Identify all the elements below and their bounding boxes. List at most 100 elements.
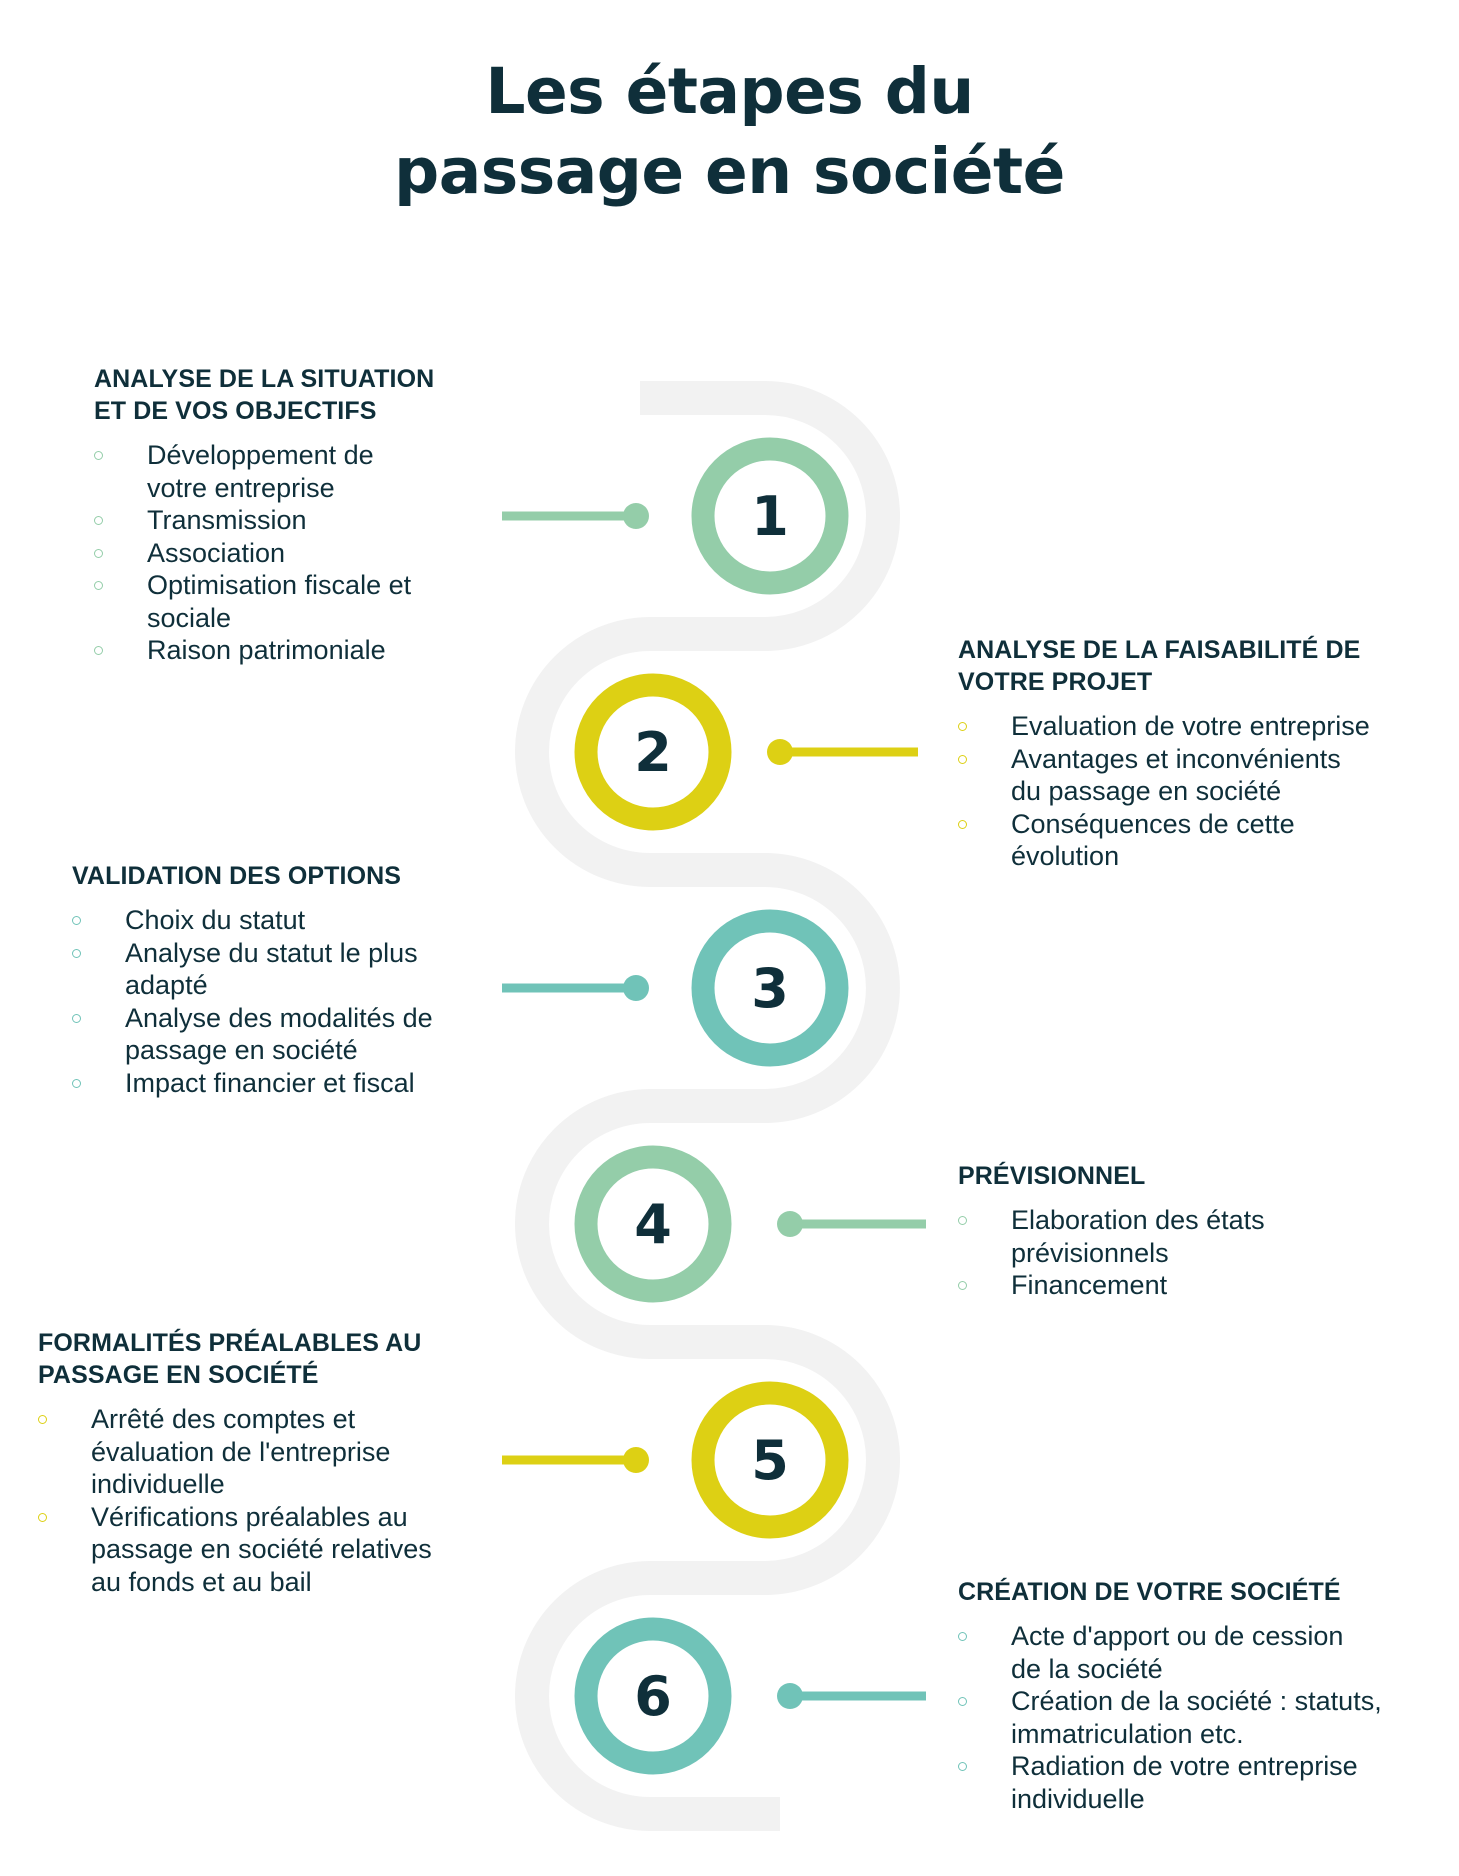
- step-2-list: Evaluation de votre entreprise Avantages…: [958, 710, 1428, 873]
- list-item-line: Création de la société : statuts,: [1011, 1686, 1382, 1716]
- bullet-icon: [958, 754, 967, 764]
- list-item-line: passage en société relatives: [91, 1534, 432, 1564]
- step-3-list: Choix du statut Analyse du statut le plu…: [72, 904, 492, 1099]
- list-item-line: de la société: [1011, 1653, 1163, 1684]
- step-4-connector-dot: [777, 1211, 803, 1237]
- list-item: Transmission: [94, 504, 494, 537]
- bullet-icon: [72, 948, 81, 958]
- list-item-line: Evaluation de votre entreprise: [1011, 711, 1370, 741]
- step-2-title-line: ANALYSE DE LA FAISABILITÉ DE: [958, 636, 1361, 664]
- step-2-connector-dot: [767, 739, 793, 765]
- bullet-icon: [72, 1078, 81, 1088]
- step-5-title-line: PASSAGE EN SOCIÉTÉ: [38, 1361, 319, 1389]
- list-item-line: Association: [147, 537, 286, 568]
- bullet-icon: [94, 581, 103, 590]
- list-item-line: adapté: [125, 970, 208, 1000]
- page-title: Les étapes du passage en société: [0, 52, 1459, 212]
- step-2-title: ANALYSE DE LA FAISABILITÉ DE VOTRE PROJE…: [958, 634, 1428, 698]
- list-item-line: Elaboration des états: [1011, 1205, 1265, 1235]
- list-item: Association: [94, 537, 494, 570]
- step-5-number: 5: [751, 1429, 789, 1492]
- bullet-icon: [958, 819, 967, 829]
- step-5-title: FORMALITÉS PRÉALABLES AU PASSAGE EN SOCI…: [38, 1327, 498, 1391]
- list-item-line: Transmission: [147, 505, 307, 535]
- bullet-icon: [94, 548, 103, 558]
- bullet-icon: [958, 1281, 967, 1290]
- list-item-line: individuelle: [91, 1469, 225, 1499]
- step-2-text: ANALYSE DE LA FAISABILITÉ DE VOTRE PROJE…: [958, 634, 1428, 873]
- list-item-line: au fonds et au bail: [91, 1566, 312, 1597]
- step-2-number: 2: [634, 721, 672, 784]
- title-line-2: passage en société: [394, 135, 1065, 208]
- list-item-line: Analyse des modalités de: [125, 1002, 433, 1033]
- list-item-line: du passage en société: [1011, 776, 1282, 806]
- step-5-connector-dot: [623, 1447, 649, 1473]
- list-item-line: Radiation de votre entreprise: [1011, 1751, 1358, 1781]
- list-item-line: évolution: [1011, 841, 1120, 871]
- step-4-number: 4: [634, 1193, 672, 1256]
- step-4-title-line: PRÉVISIONNEL: [958, 1162, 1146, 1190]
- step-6-number: 6: [634, 1665, 672, 1728]
- list-item-line: évaluation de l'entreprise: [91, 1436, 391, 1467]
- list-item-line: Choix du statut: [125, 905, 306, 935]
- list-item-line: sociale: [147, 602, 232, 633]
- step-1-title-line: ANALYSE DE LA SITUATION: [94, 365, 435, 393]
- step-1-connector-dot: [623, 503, 649, 529]
- step-1-text: ANALYSE DE LA SITUATION ET DE VOS OBJECT…: [94, 363, 494, 667]
- list-item: Choix du statut: [72, 904, 492, 937]
- list-item: Raison patrimoniale: [94, 634, 494, 667]
- list-item: Création de la société : statuts,immatri…: [958, 1685, 1438, 1750]
- step-3-connector-dot: [623, 975, 649, 1001]
- list-item-line: Avantages et inconvénients: [1011, 743, 1341, 774]
- step-6-title-line: CRÉATION DE VOTRE SOCIÉTÉ: [958, 1578, 1341, 1606]
- step-3-title: VALIDATION DES OPTIONS: [72, 860, 492, 892]
- step-6-title: CRÉATION DE VOTRE SOCIÉTÉ: [958, 1576, 1438, 1608]
- list-item-line: Financement: [1011, 1270, 1168, 1300]
- step-6-circle: [574, 1617, 732, 1775]
- list-item-line: Raison patrimoniale: [147, 635, 386, 665]
- list-item: Financement: [958, 1269, 1398, 1302]
- step-4-circle: [574, 1145, 732, 1303]
- list-item: Evaluation de votre entreprise: [958, 710, 1428, 743]
- step-1-circle: [691, 437, 849, 595]
- bullet-icon: [958, 1762, 967, 1771]
- list-item-line: votre entreprise: [147, 472, 335, 503]
- list-item-line: Conséquences de cette: [1011, 808, 1295, 839]
- bullet-icon: [72, 916, 81, 925]
- bullet-icon: [38, 1415, 47, 1424]
- bullet-icon: [958, 1697, 967, 1706]
- step-3-circle: [691, 909, 849, 1067]
- list-item-line: Arrêté des comptes et: [91, 1404, 356, 1434]
- step-1-number: 1: [751, 485, 789, 548]
- step-6-text: CRÉATION DE VOTRE SOCIÉTÉ Acte d'apport …: [958, 1576, 1438, 1815]
- list-item-line: Optimisation fiscale et: [147, 570, 412, 600]
- bullet-icon: [958, 722, 967, 731]
- bullet-icon: [94, 646, 103, 655]
- step-3-title-line: VALIDATION DES OPTIONS: [72, 862, 402, 890]
- step-1-title-line: ET DE VOS OBJECTIFS: [94, 397, 377, 425]
- list-item: Impact financier et fiscal: [72, 1067, 492, 1100]
- bullet-icon: [94, 451, 103, 460]
- step-5-title-line: FORMALITÉS PRÉALABLES AU: [38, 1329, 422, 1357]
- list-item-line: prévisionnels: [1011, 1237, 1169, 1268]
- step-3-text: VALIDATION DES OPTIONS Choix du statut A…: [72, 860, 492, 1099]
- list-item-line: individuelle: [1011, 1783, 1145, 1814]
- title-line-1: Les étapes du: [485, 55, 974, 128]
- step-2-circle: [574, 673, 732, 831]
- step-3-number: 3: [751, 957, 789, 1020]
- bullet-icon: [958, 1216, 967, 1225]
- step-5-circle: [691, 1381, 849, 1539]
- step-5-text: FORMALITÉS PRÉALABLES AU PASSAGE EN SOCI…: [38, 1327, 498, 1598]
- step-2-title-line: VOTRE PROJET: [958, 668, 1153, 696]
- step-6-connector-dot: [777, 1683, 803, 1709]
